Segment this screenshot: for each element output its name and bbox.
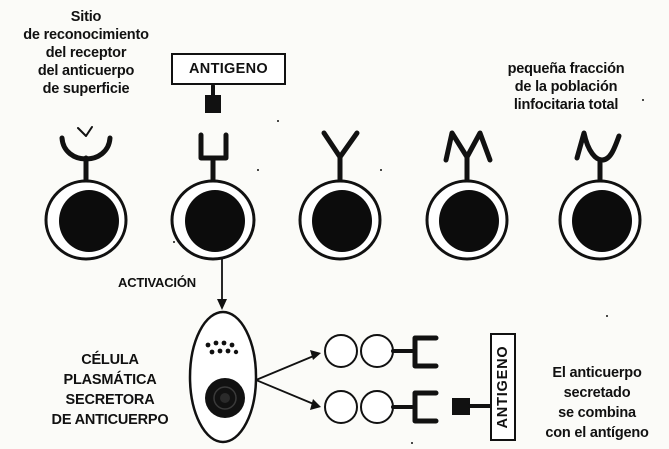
plasma-cell-body — [188, 310, 258, 444]
activation-arrow — [217, 258, 227, 310]
secretion-arrow-lower — [255, 379, 321, 410]
plasma-line-2: PLASMÁTICA — [63, 372, 157, 388]
receptor-wave — [574, 130, 622, 163]
lymphocyte-5 — [558, 130, 642, 261]
cell-nucleus — [572, 190, 632, 252]
secreted-line-1: El anticuerpo — [552, 365, 642, 381]
cell-nucleus — [439, 190, 499, 252]
secreted-line-2: secretado — [563, 385, 631, 401]
secreted-line-4: con el antígeno — [545, 425, 649, 441]
fraction-line-1: pequeña fracción — [507, 61, 625, 77]
lymphocyte-3 — [298, 130, 382, 261]
secretory-granules — [205, 340, 239, 355]
lymphocyte-1 — [44, 126, 128, 261]
bound-antigen-block — [452, 398, 470, 415]
print-specks — [173, 99, 644, 444]
plasma-line-1: CÉLULA — [81, 352, 139, 368]
fraction-line-3: linfocitaria total — [513, 97, 619, 113]
antigen-block — [205, 95, 221, 113]
secreted-line-3: se combina — [558, 405, 636, 421]
receptor-site-line-5: de superficie — [42, 81, 130, 97]
cell-nucleus — [59, 190, 119, 252]
receptor-square — [198, 132, 229, 161]
plasma-line-3: SECRETORA — [65, 392, 155, 408]
receptor-site-label: Sitio de reconocimiento del receptor del… — [22, 8, 150, 98]
receptor-site-line-2: de reconocimiento — [23, 27, 149, 43]
cell-nucleus — [185, 190, 245, 252]
antigen-label-top: ANTIGENO — [171, 53, 286, 85]
receptor-y — [321, 130, 360, 160]
lymphocyte-2 — [170, 84, 256, 261]
fraction-line-2: de la población — [514, 79, 618, 95]
secreted-antibody-free — [324, 334, 439, 369]
secretion-arrow-upper — [255, 350, 321, 381]
receptor-site-line-4: del anticuerpo — [37, 63, 135, 79]
secreted-antibody-label: El anticuerpo secretado se combina con e… — [526, 363, 668, 443]
secreted-antibody-bound — [324, 390, 492, 424]
antigen-label-vertical: ANTIGENO — [490, 333, 516, 441]
lymphocyte-4 — [425, 130, 509, 261]
population-fraction-label: pequeña fracción de la población linfoci… — [486, 60, 646, 114]
plasma-cell — [188, 310, 258, 444]
receptor-site-line-1: Sitio — [70, 9, 102, 25]
activation-label: ACTIVACIÓN — [118, 275, 196, 290]
receptor-site-line-3: del receptor — [45, 45, 127, 61]
antigen-vertical-text: ANTIGENO — [495, 345, 511, 429]
plasma-cell-label: CÉLULA PLASMÁTICA SECRETORA DE ANTICUERP… — [40, 350, 180, 430]
plasma-line-4: DE ANTICUERPO — [51, 412, 169, 428]
cell-nucleus — [312, 190, 372, 252]
